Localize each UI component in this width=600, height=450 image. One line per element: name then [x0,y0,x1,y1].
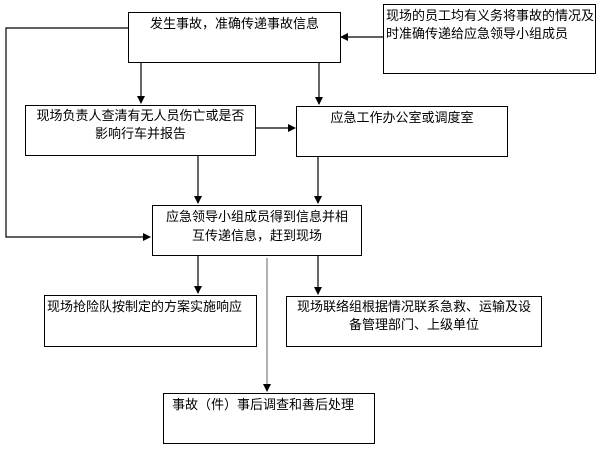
node-post-investigation-text: 事故（件）事后调查和善后处理 [172,398,355,413]
node-staff-duty-text: 现场的员工均有义务将事故的情况及时准确传递给应急领导小组成员 [386,9,595,42]
node-accident-occurs-text: 发生事故，准确传递事故信息 [149,17,319,32]
node-site-leader-check-text: 现场负责人查清有无人员伤亡或是否影响行车并报告 [36,109,245,142]
node-accident-occurs: 发生事故，准确传递事故信息 [128,12,341,63]
node-post-investigation: 事故（件）事后调查和善后处理 [163,393,375,444]
node-liaison-group: 现场联络组根据情况联系急救、运输及设备管理部门、上级单位 [286,296,542,347]
node-site-leader-check: 现场负责人查清有无人员伤亡或是否影响行车并报告 [25,105,256,156]
node-liaison-group-text: 现场联络组根据情况联系急救、运输及设备管理部门、上级单位 [296,300,531,333]
edge-n1-n5 [5,27,151,241]
node-leadership-group: 应急领导小组成员得到信息并相互传递信息，赶到现场 [152,205,362,256]
node-leadership-group-text: 应急领导小组成员得到信息并相互传递信息，赶到现场 [165,210,348,244]
node-rescue-team: 现场抢险队按制定的方案实施响应 [44,295,257,347]
node-rescue-team-text: 现场抢险队按制定的方案实施响应 [47,300,243,315]
node-staff-duty: 现场的员工均有义务将事故的情况及时准确传递给应急领导小组成员 [383,4,596,74]
node-emergency-office-text: 应急工作办公室或调度室 [330,111,474,126]
node-emergency-office: 应急工作办公室或调度室 [296,106,508,157]
